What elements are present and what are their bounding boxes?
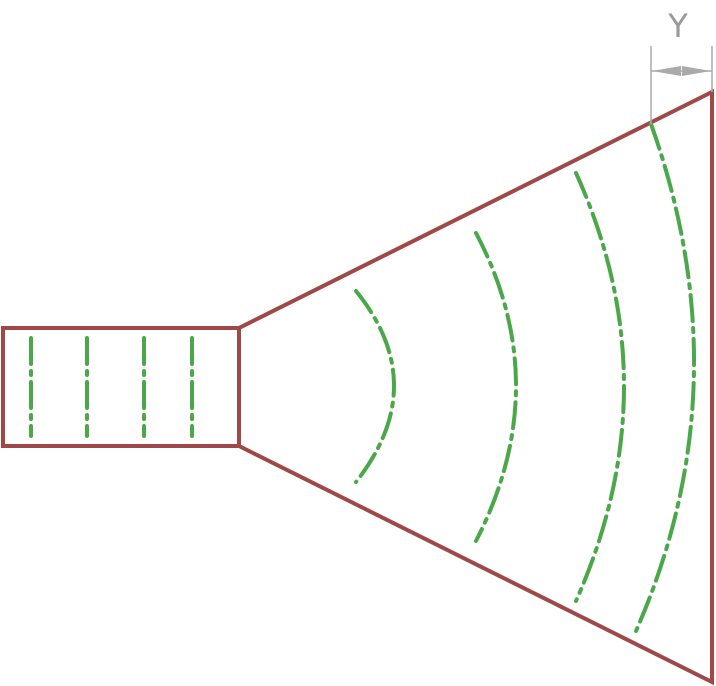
curved-wavefront-1	[354, 289, 396, 484]
dimension-arrowhead-left	[652, 66, 681, 76]
dimension-arrowhead-right	[682, 66, 711, 76]
curved-wavefront-2	[474, 231, 518, 543]
curved-wavefront-4	[634, 122, 697, 633]
dimension-label: Y	[667, 7, 688, 45]
curved-wavefront-3	[574, 171, 626, 603]
waveguide-outline	[1, 326, 241, 448]
horn-flare-outline	[238, 88, 714, 686]
